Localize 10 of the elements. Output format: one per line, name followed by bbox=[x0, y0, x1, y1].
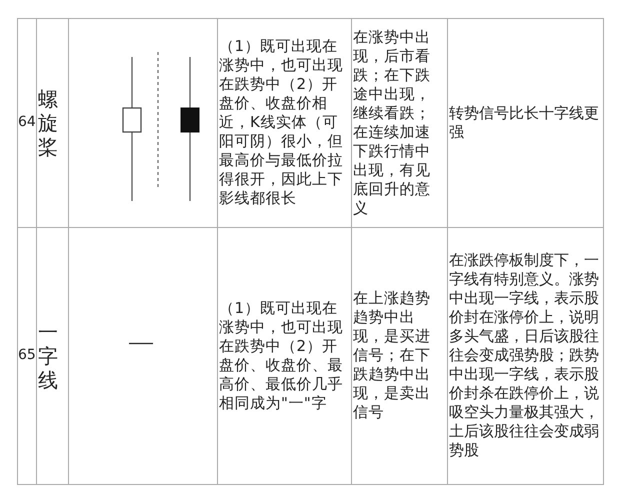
pattern-name: 螺旋桨 bbox=[38, 86, 59, 158]
signal-text: 在涨势中出现，后市看跌；在下跌途中出现，继续看跌；在连续加速下跌行情中出现，有见底回升的意义 bbox=[353, 28, 432, 218]
row-number: 65 bbox=[18, 346, 36, 365]
description-text: （1）既可出现在涨势中，也可出现在跌势中（2）开盘价、收盘价相近，K线实体（可阳可阴）很小，但最高价与最低价拉得很开，因此上下影线都很长 bbox=[219, 37, 344, 208]
pattern-name: 一字线 bbox=[38, 320, 59, 392]
note-text: 转势信号比长十字线更强 bbox=[449, 104, 600, 142]
note-text: 在涨跌停板制度下，一字线有特别意义。涨势中出现一字线，表示股价封在涨停价上，说明多头气盛，日后该股往往会变成强势股；跌势中出现一字线，表示股价封杀在跌停价上，说吸空头力量极其强大，土后该股往往会变成弱势股 bbox=[449, 251, 600, 460]
description-text: （1）既可出现在涨势中，也可出现在跌势中（2）开盘价、收盘价、最高价、最低价几乎相同成为"一"字 bbox=[219, 298, 344, 412]
signal-text: 在上涨趋势趋势中出现，是买进信号；在下跌趋势中出现，是卖出信号 bbox=[353, 289, 432, 422]
row-number: 64 bbox=[18, 113, 36, 132]
